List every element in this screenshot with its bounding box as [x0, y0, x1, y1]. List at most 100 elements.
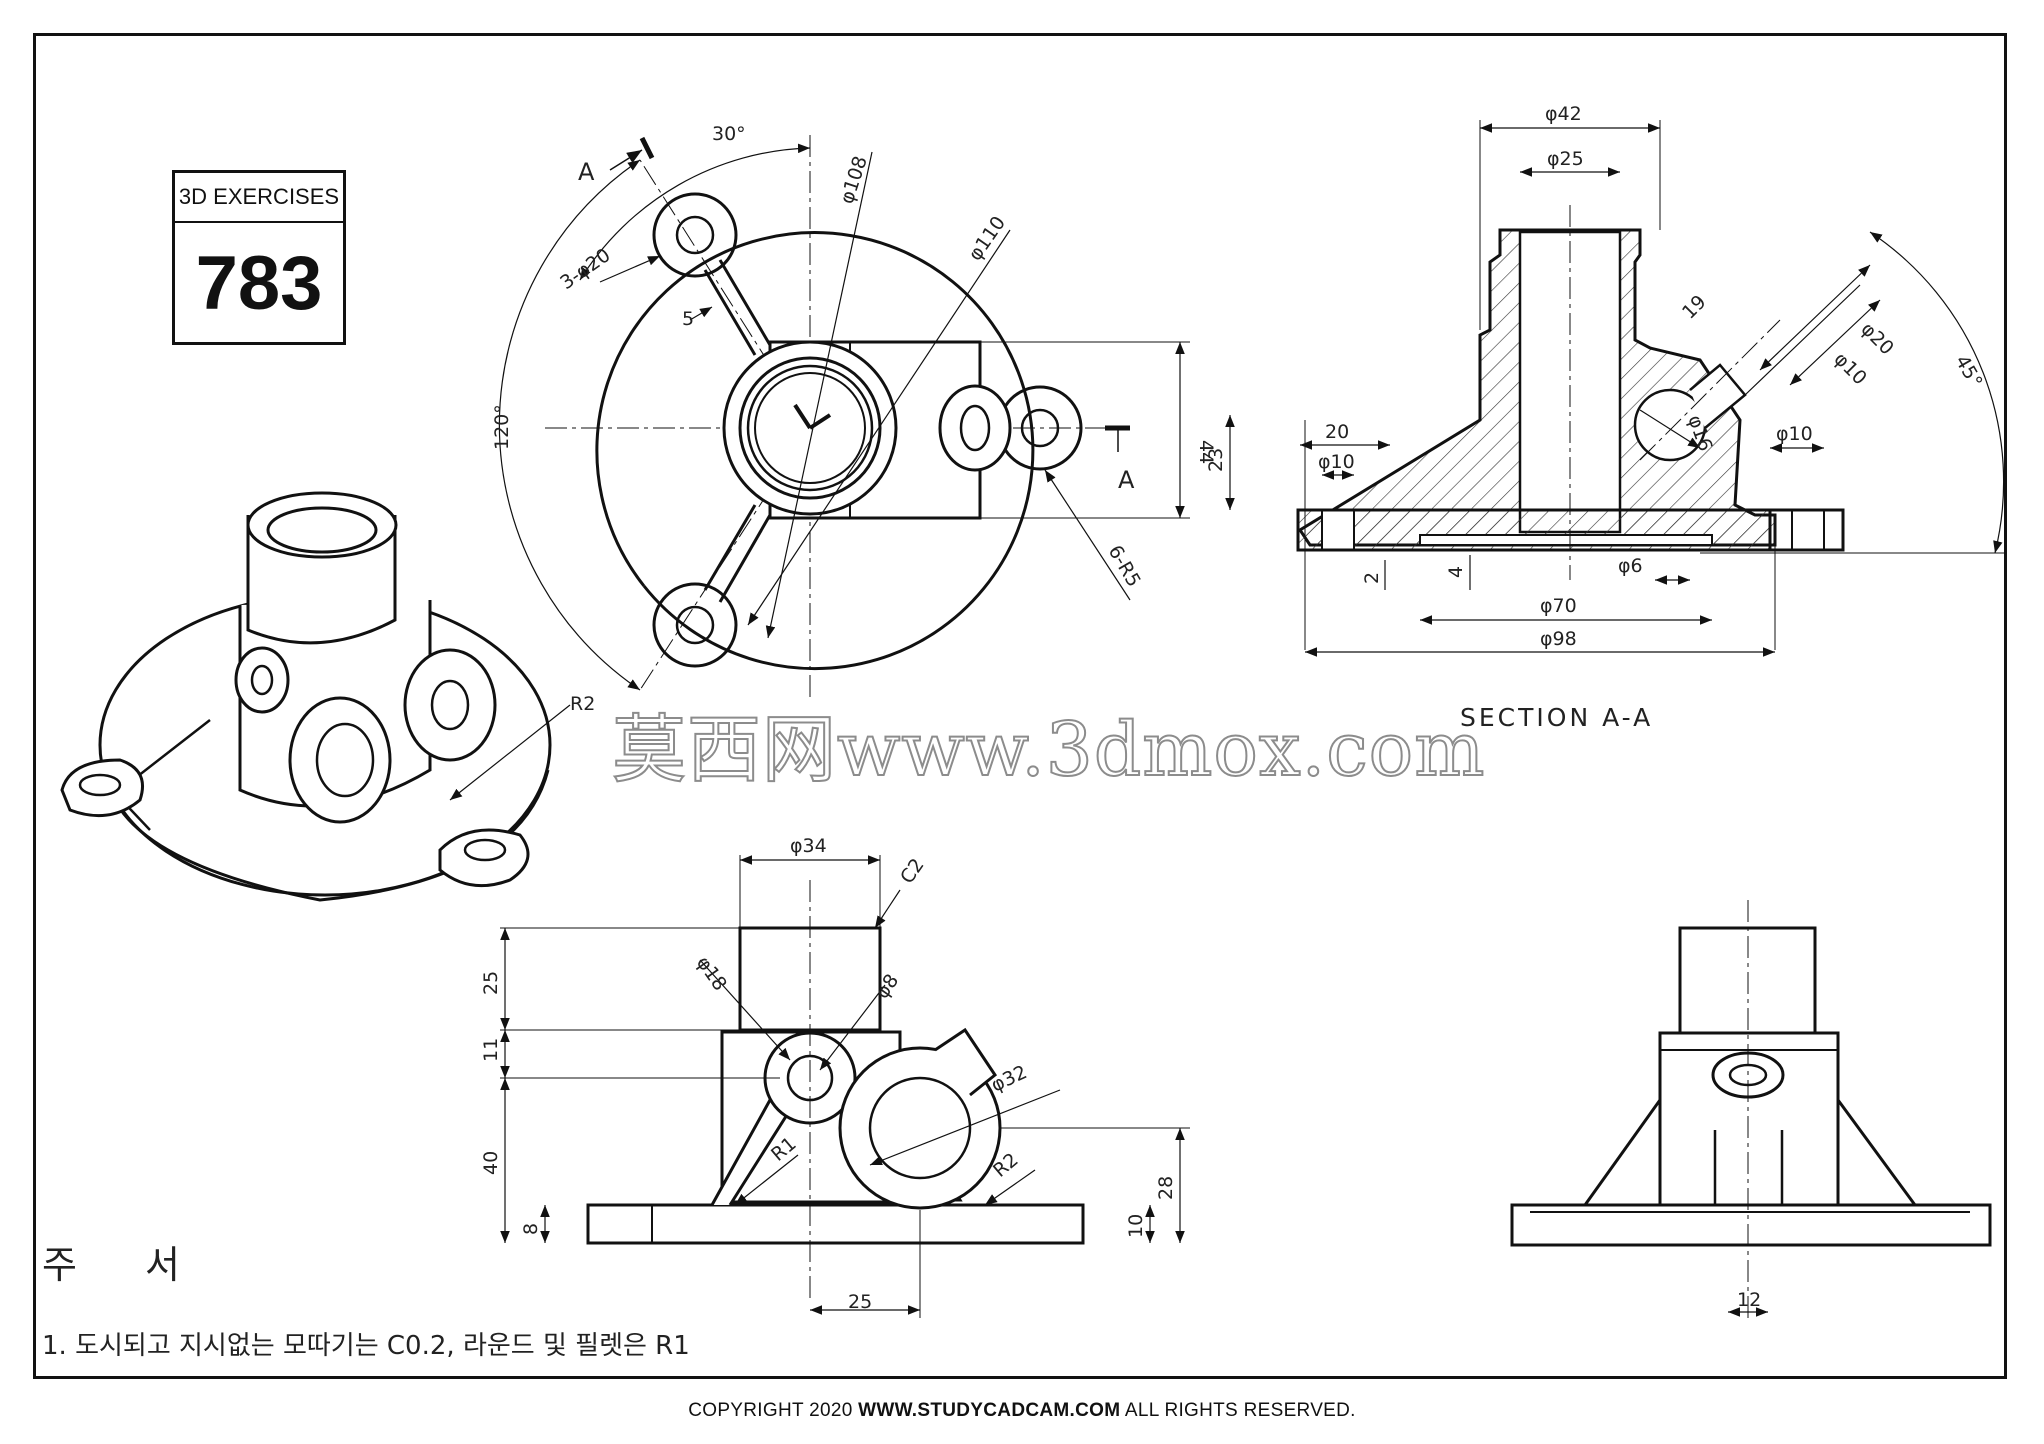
arm-upper-a — [718, 259, 772, 346]
iso-neck-bore — [266, 506, 378, 554]
central-ring1 — [738, 356, 882, 500]
dim-label: 10 — [1125, 1214, 1147, 1238]
side-rib-right — [1836, 1099, 1917, 1206]
section-title: SECTION A-A — [1460, 703, 1653, 732]
dim-3phi20-leader — [599, 255, 661, 283]
dim-label: φ70 — [1540, 595, 1577, 617]
title-block: 3D EXERCISES 783 — [172, 170, 346, 345]
iso-big-boss-hole — [315, 722, 375, 798]
section-letter: A — [578, 158, 595, 186]
dim-110-line — [747, 229, 1011, 626]
copyright-site: WWW.STUDYCADCAM.COM — [858, 1400, 1121, 1421]
dim-r1-leader — [734, 1154, 799, 1206]
flange-recess — [1419, 534, 1713, 546]
dim-label: 8 — [520, 1223, 542, 1235]
front-view — [500, 855, 1190, 1318]
dim-label: φ34 — [790, 835, 827, 857]
dim-19-ext — [1744, 284, 1861, 396]
side-boss — [938, 384, 1012, 472]
arm-lower-b — [703, 504, 757, 591]
copyright: COPYRIGHT 2020 WWW.STUDYCADCAM.COM ALL R… — [0, 1400, 2044, 1422]
dim-label: 25 — [480, 971, 502, 995]
dim-label: φ42 — [1545, 103, 1582, 125]
section-side-port — [1689, 363, 1747, 429]
central-ring2 — [746, 364, 874, 492]
lug-upper-hole — [675, 215, 715, 255]
dim-phi16-leader — [1639, 409, 1701, 449]
section-mark-top — [639, 136, 655, 160]
dim-label: 4 — [1445, 566, 1467, 578]
dim-6r5-leader — [1044, 469, 1131, 601]
dim-label: 11 — [480, 1038, 502, 1062]
dim-label: 40 — [480, 1151, 502, 1175]
iso-small-boss — [234, 646, 290, 714]
iso-lug-right-hole — [463, 838, 507, 862]
dim-120deg-arc — [498, 159, 641, 691]
iso-lug-left-hole — [78, 773, 122, 797]
dim-label: 5 — [682, 308, 694, 330]
iso-base-edge — [103, 769, 550, 902]
dim-label: 20 — [1325, 421, 1349, 443]
lug-right-hole — [1020, 408, 1060, 448]
iso-neck-top — [246, 491, 398, 559]
front-base — [586, 1203, 1085, 1245]
iso-labels: R2 — [570, 693, 595, 715]
dim-label: C2 — [896, 854, 929, 887]
arm-lower-a — [718, 514, 772, 603]
iso-small-boss-hole — [250, 664, 274, 696]
dim-label: φ6 — [1618, 555, 1643, 577]
dim-label: 45° — [1951, 352, 1987, 392]
flange-hole-right — [1791, 509, 1825, 551]
front-labels: φ34 C2 25 φ18 φ8 11 φ32 40 R1 R2 8 28 10… — [480, 835, 1177, 1313]
base-outline-lower — [642, 469, 1034, 671]
dim-phi8-leader — [819, 984, 886, 1071]
central-bore — [754, 372, 866, 484]
dim-label: 6-R5 — [1104, 542, 1145, 591]
iso-view — [60, 491, 571, 902]
lug-upper — [652, 192, 738, 278]
side-view — [1510, 900, 1992, 1320]
iso-side-boss — [403, 648, 497, 762]
iso-lug-right — [438, 828, 530, 888]
side-rib-left — [1583, 1099, 1662, 1206]
dim-label: 28 — [1155, 1176, 1177, 1200]
iso-big-boss — [288, 696, 392, 824]
dim-label: φ10 — [1776, 423, 1813, 445]
dim-label: 3-φ20 — [556, 244, 614, 294]
side-boss-hole — [959, 404, 991, 452]
dim-label: 120° — [491, 404, 513, 450]
dim-phi20-side — [1759, 264, 1871, 371]
notes-line: 1. 도시되고 지시없는 모따기는 C0.2, 라운드 및 필렛은 R1 — [42, 1331, 690, 1361]
dim-phi18-leader — [699, 959, 791, 1061]
dim-label: φ32 — [988, 1061, 1031, 1096]
dim-r2-leader — [984, 1169, 1036, 1206]
dim-label: 2 — [1361, 572, 1383, 584]
dim-label: 19 — [1678, 291, 1711, 324]
dim-label: φ10 — [1318, 451, 1355, 473]
dim-phi10-side — [1789, 299, 1881, 386]
front-side-hole — [868, 1076, 972, 1180]
section-arrow-top — [609, 149, 643, 171]
front-port — [934, 1027, 998, 1097]
notes-title: 주 서 — [42, 1243, 208, 1287]
dim-label: 30° — [712, 123, 746, 145]
dim-phi32-leader — [869, 1089, 1061, 1166]
dim-label: φ20 — [1856, 318, 1898, 360]
drawing-frame — [33, 33, 2007, 1379]
dim-label: φ10 — [1829, 348, 1871, 390]
center-mark-2 — [793, 403, 812, 430]
iso-r2-leader — [449, 704, 571, 801]
title-caption: 3D EXERCISES — [175, 173, 343, 223]
copyright-suffix: ALL RIGHTS RESERVED. — [1120, 1400, 1356, 1421]
side-body — [1658, 1031, 1840, 1207]
iso-side-boss-hole — [430, 679, 470, 731]
dim-label: 44 — [1195, 440, 1217, 464]
arm-upper-b — [703, 269, 757, 356]
dim-label: 12 — [1737, 1289, 1761, 1311]
section-view — [1225, 120, 2005, 657]
top-view — [498, 135, 1190, 700]
dim-label: 23 — [1205, 448, 1227, 472]
lug-lower-hole — [675, 605, 715, 645]
copyright-prefix: COPYRIGHT 2020 — [688, 1400, 859, 1421]
